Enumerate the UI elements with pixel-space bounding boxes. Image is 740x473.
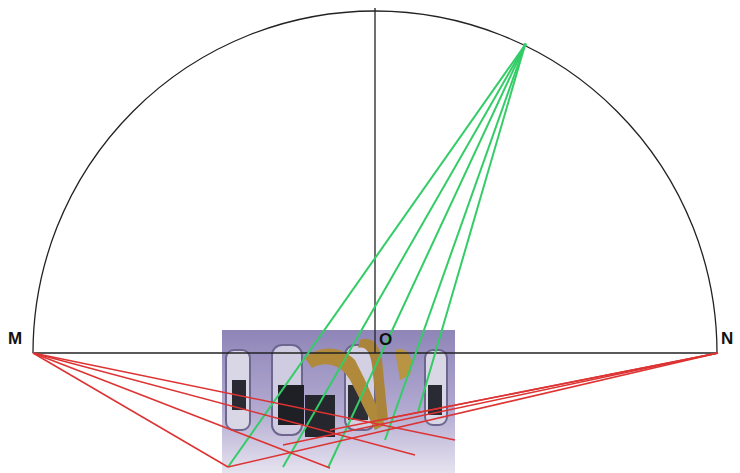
- point-label: O: [379, 331, 392, 348]
- red-rays: [33, 353, 718, 468]
- point-label: N: [721, 330, 733, 347]
- vertical-axis: [374, 8, 375, 353]
- green-rays: [228, 45, 525, 468]
- point-label: M: [8, 330, 22, 347]
